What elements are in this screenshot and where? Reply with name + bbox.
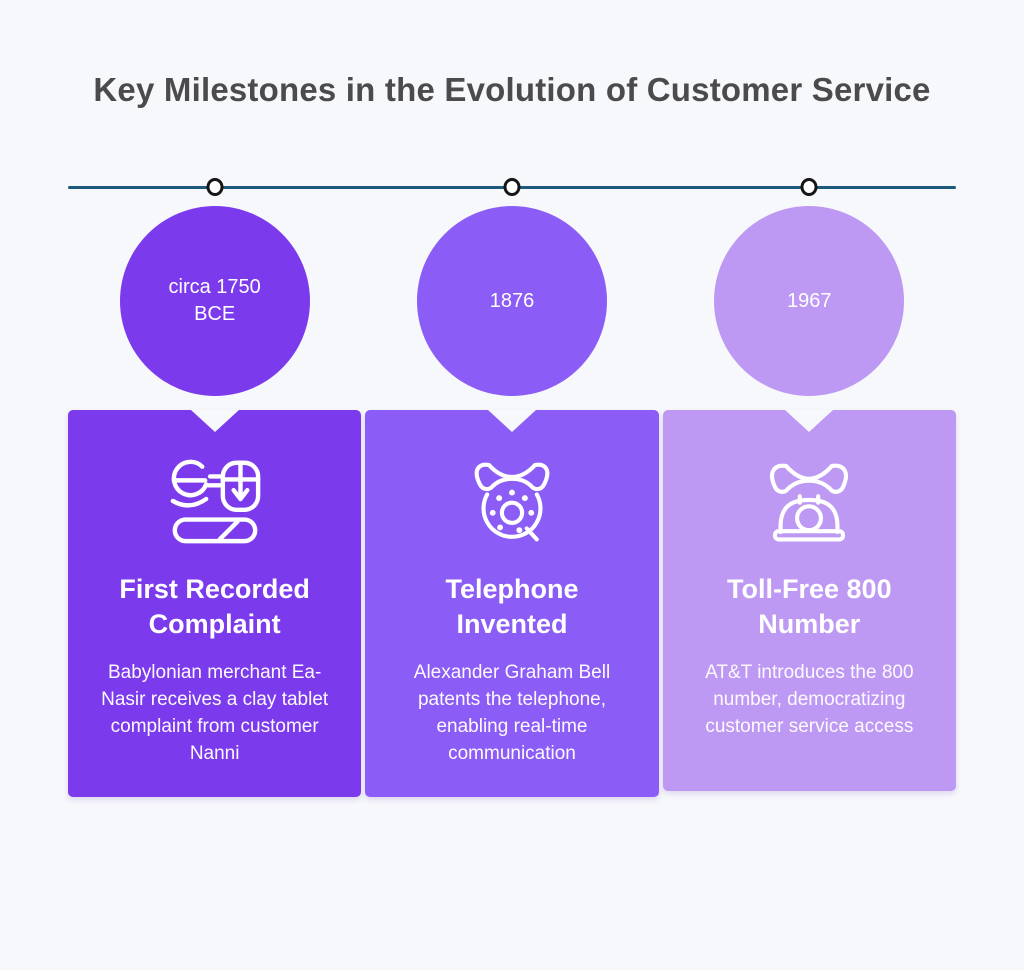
milestone-description: Babylonian merchant Ea-Nasir receives a … (101, 662, 329, 764)
milestone-description: Alexander Graham Bell patents the teleph… (413, 662, 611, 764)
milestone-card: Telephone Invented Alexander Graham Bell… (365, 410, 659, 797)
page-title: Key Milestones in the Evolution of Custo… (93, 71, 931, 108)
timeline: circa 1750 BCE (68, 178, 956, 797)
rotary-phone-icon (385, 454, 638, 544)
milestone-column-telephone-invented: 1876 (365, 178, 659, 797)
milestone-title: Telephone Invented (445, 574, 579, 639)
milestone-description: AT&T introduces the 800 number, democrat… (705, 662, 914, 737)
milestone-date-circle: circa 1750 BCE (119, 206, 310, 396)
timeline-node (206, 178, 224, 196)
infographic-page: Key Milestones in the Evolution of Custo… (0, 70, 1024, 797)
desk-phone-icon (683, 454, 936, 544)
milestone-card: Toll-Free 800 Number AT&T introduces the… (662, 410, 956, 791)
clay-tablet-complaint-icon (88, 454, 341, 544)
milestone-date-circle: 1967 (714, 206, 905, 396)
milestone-columns: circa 1750 BCE (68, 178, 956, 797)
milestone-title: First Recorded Complaint (119, 574, 310, 639)
milestone-date: 1876 (489, 289, 535, 312)
milestone-date: circa 1750 BCE (168, 276, 261, 325)
timeline-node (503, 178, 521, 196)
milestone-column-toll-free-800-number: 1967 Toll-Free 800 Number (662, 178, 956, 797)
milestone-column-first-recorded-complaint: circa 1750 BCE (68, 178, 362, 797)
timeline-node (800, 178, 818, 196)
milestone-card: First Recorded Complaint Babylonian merc… (68, 410, 362, 797)
milestone-date-circle: 1876 (416, 206, 607, 396)
milestone-title: Toll-Free 800 Number (727, 574, 892, 639)
milestone-date: 1967 (787, 289, 832, 312)
